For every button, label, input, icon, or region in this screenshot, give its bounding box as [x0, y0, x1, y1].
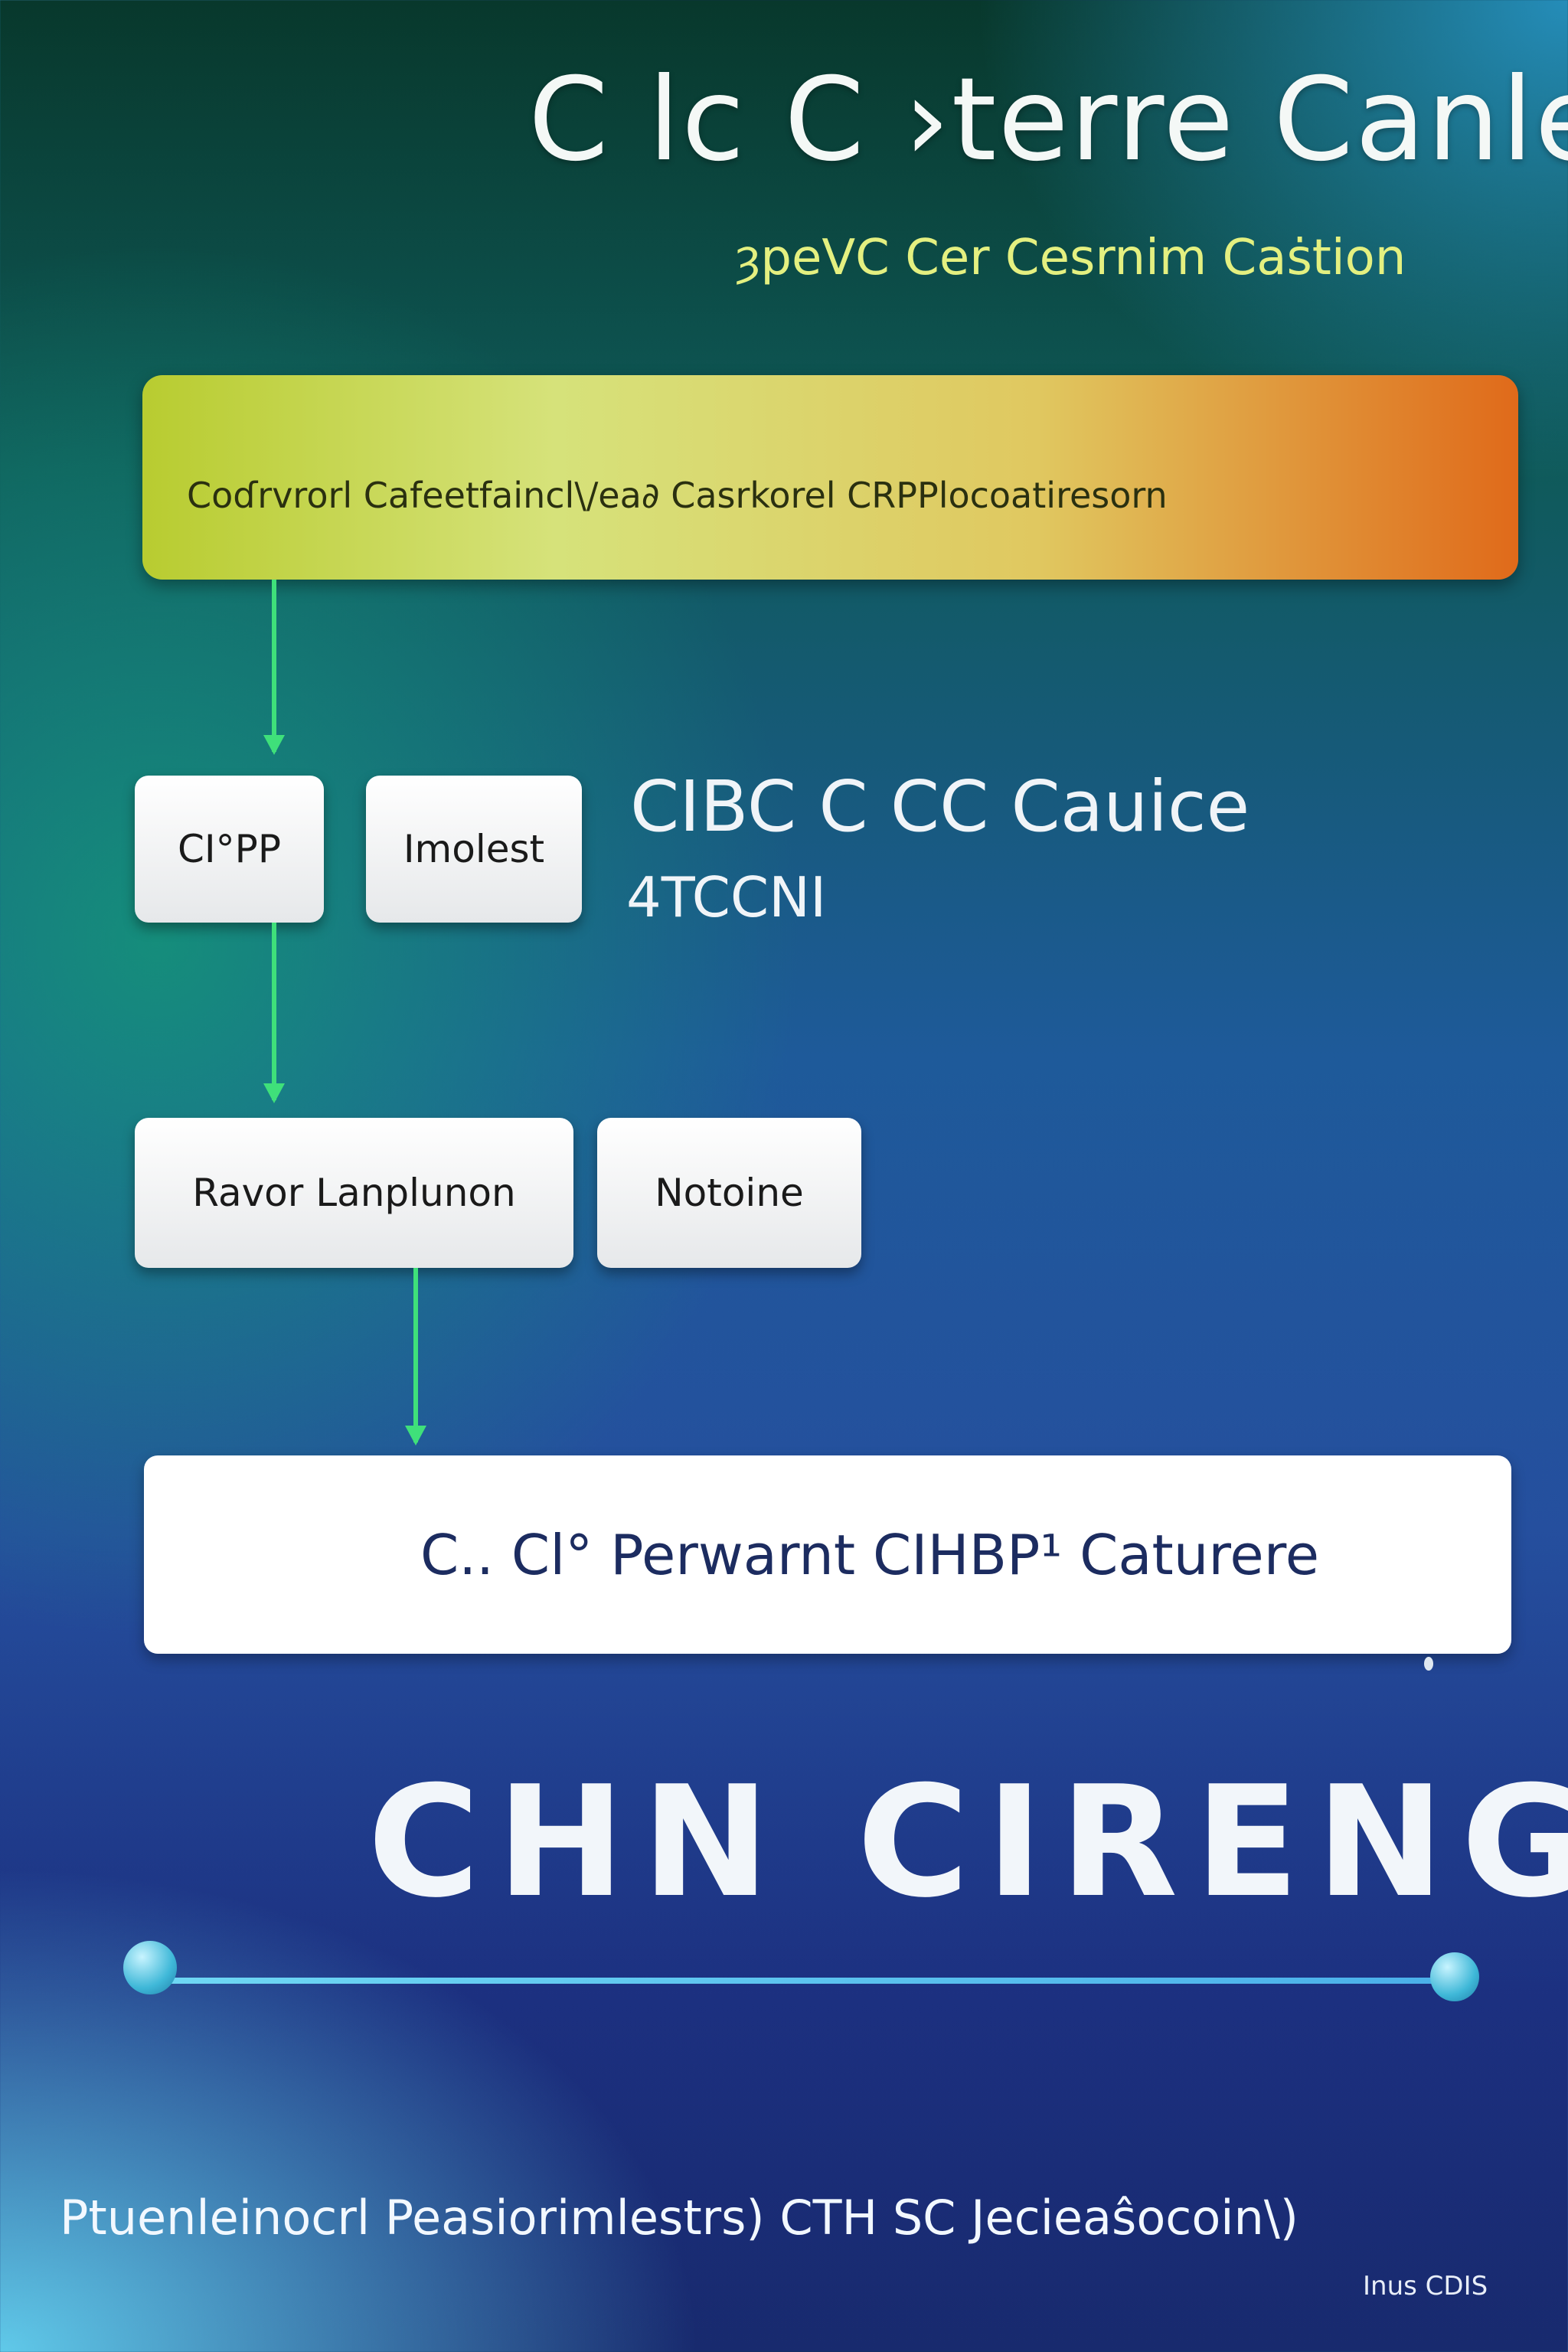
node-notoine[interactable]: Notoine — [597, 1118, 861, 1268]
result-label: C.. Cl° Perwarnt CIHBP¹ Caturere — [420, 1523, 1320, 1587]
node-ravor-lanplunon[interactable]: Ravor Lanplunon — [135, 1118, 573, 1268]
footer-text: Ptuenleinocrl Peasiorimlestrs) CTH SC Je… — [60, 2190, 1298, 2246]
page-title: C lc C ›terre Canle — [528, 54, 1568, 187]
arrow-down-icon — [263, 580, 285, 755]
side-title: CIBC C CC Cauice — [630, 766, 1250, 848]
slider-end-knob[interactable] — [1430, 1952, 1479, 2001]
top-process-label: Coɗrvrorl Cafeetfaincl\/ea∂ Casrkorel CR… — [187, 475, 1168, 516]
slider-track — [150, 1978, 1455, 1984]
page-subtitle: ȝpeVC Cer Cesrnim Caṡtion — [735, 230, 1406, 286]
dot-icon — [1424, 1657, 1433, 1671]
slider-start-knob[interactable] — [123, 1941, 177, 1994]
arrow-down-icon — [405, 1268, 426, 1446]
footer-credit: Inus CDIS — [1363, 2271, 1488, 2301]
result-box[interactable]: C.. Cl° Perwarnt CIHBP¹ Caturere — [144, 1455, 1511, 1654]
node-imolest[interactable]: Imolest — [366, 776, 582, 923]
arrow-down-icon — [263, 923, 285, 1103]
node-cipp[interactable]: CI°PP — [135, 776, 324, 923]
big-heading: CHN CIRENG — [368, 1753, 1568, 1932]
top-process-bar: Coɗrvrorl Cafeetfaincl\/ea∂ Casrkorel CR… — [142, 375, 1518, 580]
side-subtitle: 4TCCNI — [626, 865, 827, 929]
